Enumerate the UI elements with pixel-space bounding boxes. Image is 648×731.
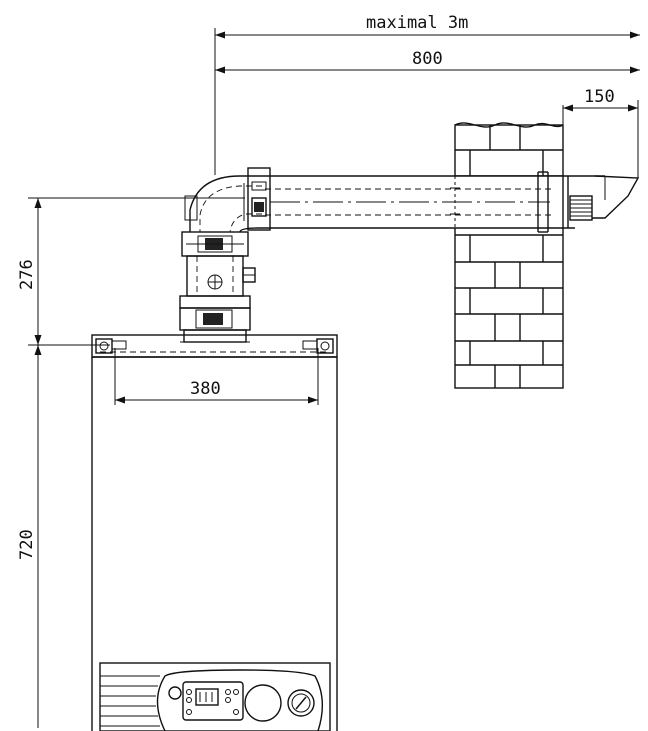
dimension-800: 800 [215,49,640,74]
flue-elbow [184,167,271,233]
dimension-720-label: 720 [17,529,37,560]
dimension-150: 150 [563,87,638,112]
dimension-380-label: 380 [190,379,221,399]
dimension-720: 720 [17,345,42,728]
flue-adapter [179,231,256,343]
dimension-150-label: 150 [584,87,615,107]
brick-wall [454,122,564,389]
dimension-800-label: 800 [412,49,443,69]
boiler [91,334,338,731]
dimension-276-label: 276 [17,259,37,290]
dimension-380: 380 [115,379,318,404]
dimension-max-length-label: maximal 3m [366,13,468,33]
dimension-max-length: maximal 3m [215,13,640,39]
control-panel [99,662,331,731]
flue-pipe [265,171,640,233]
dimension-276: 276 [17,198,42,345]
